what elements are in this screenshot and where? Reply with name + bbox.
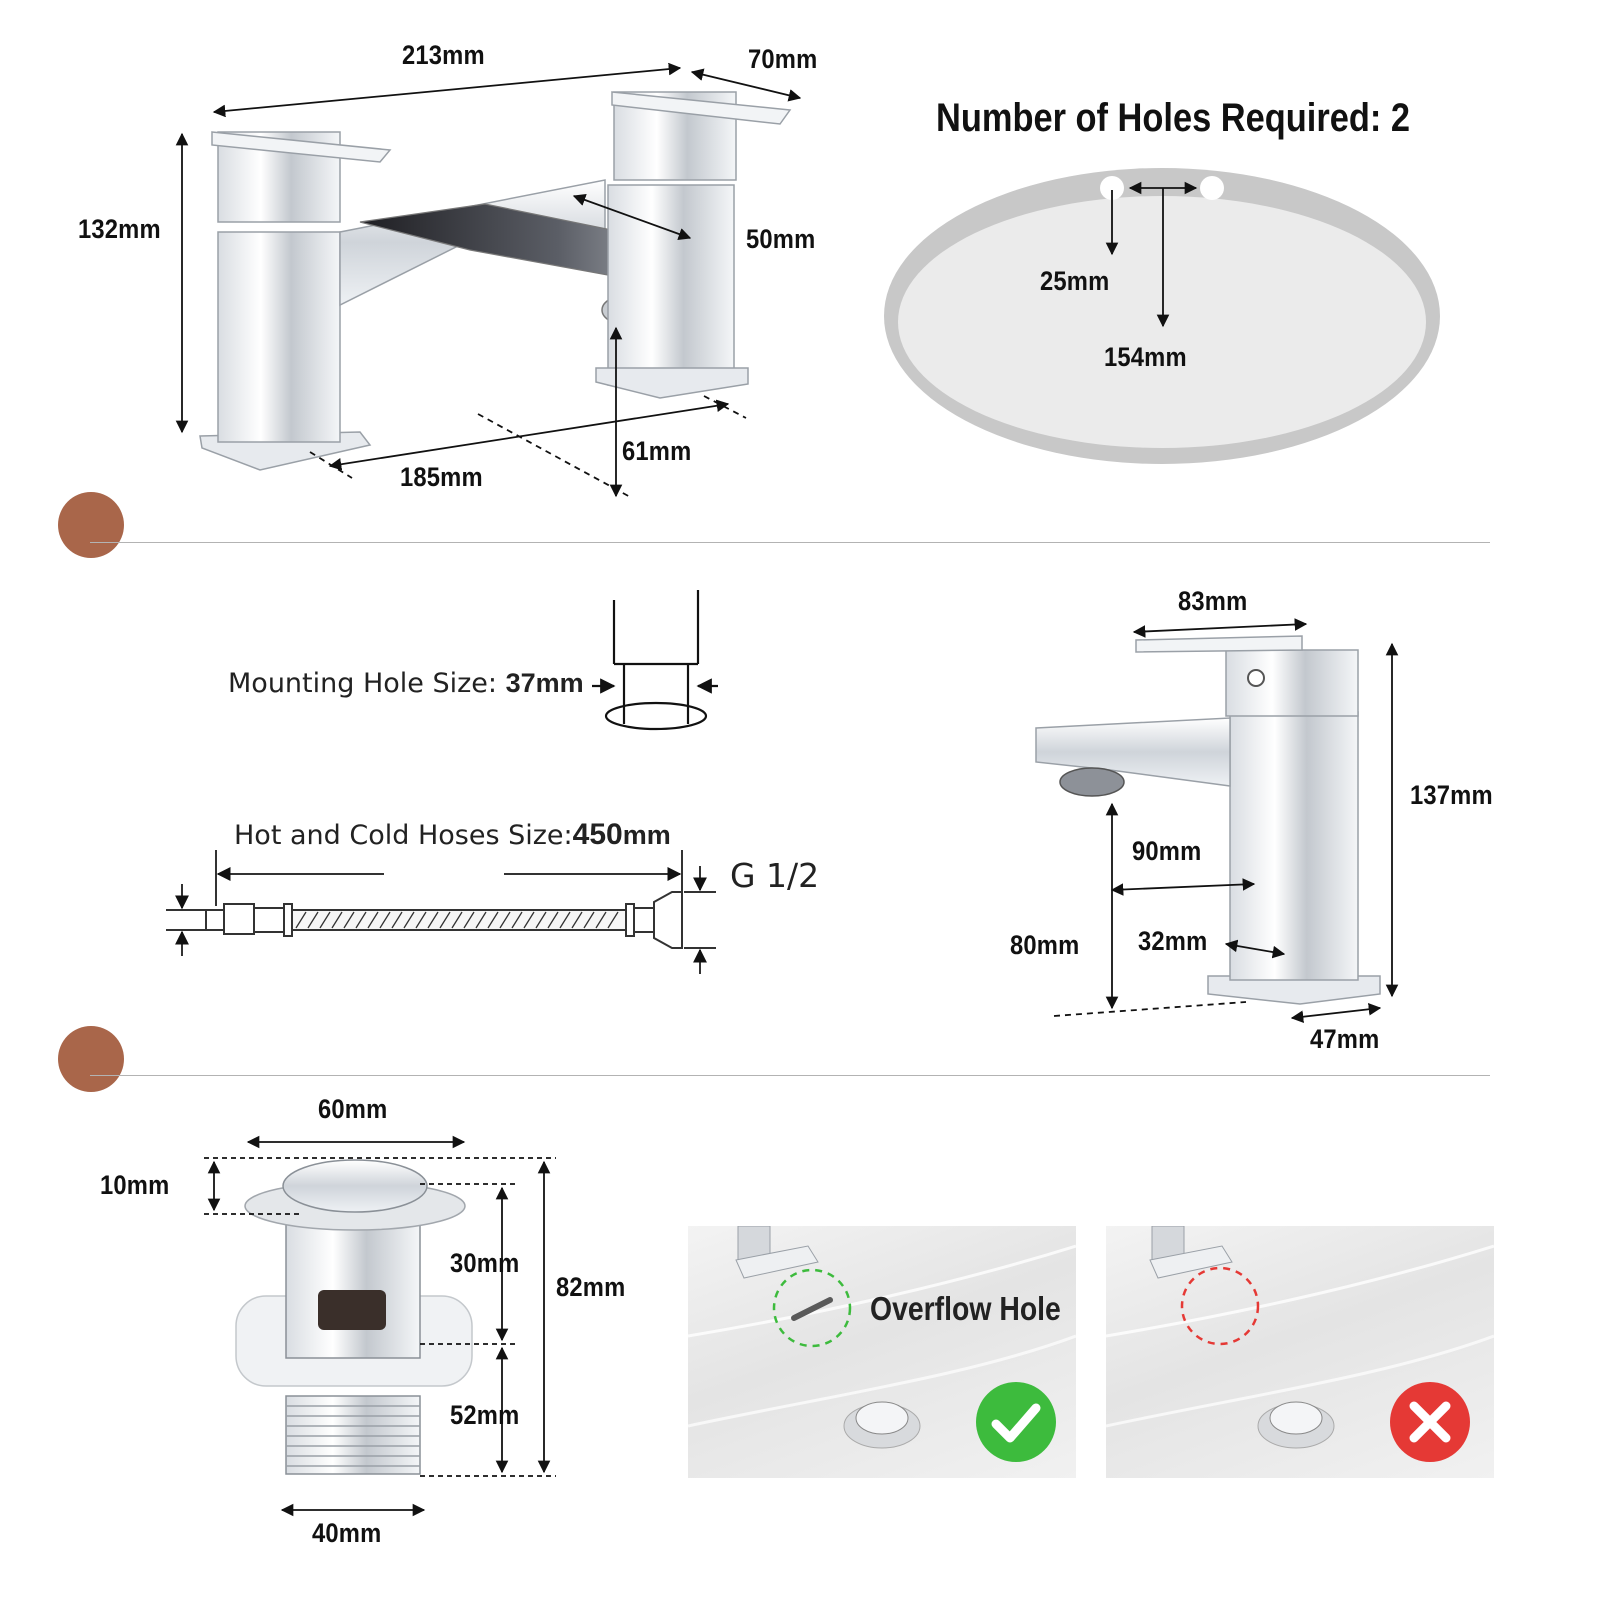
bath-filler-dimension-lines [175, 62, 802, 499]
no-overflow-photo [1106, 1226, 1494, 1478]
hoses-length-unit: mm [622, 820, 671, 850]
waste-thread-width-label: 40mm [312, 1518, 382, 1548]
bath-spout-height-label: 61mm [622, 436, 692, 466]
basin-spout-height-label: 80mm [1010, 930, 1080, 960]
waste-thread-height-label: 52mm [450, 1400, 520, 1430]
thread-size-label: G 1/2 [730, 856, 820, 895]
section-divider-2 [90, 1075, 1490, 1076]
cross-mark [1409, 1401, 1451, 1443]
no-overflow-scene [1106, 1226, 1494, 1449]
waste-cap-width-label: 60mm [318, 1094, 388, 1124]
bath-height-label: 132mm [78, 214, 161, 244]
waste-illustration [235, 1159, 473, 1475]
basin-body-width-label: 32mm [1138, 926, 1208, 956]
section-bullet-1 [58, 492, 124, 558]
basin-handle-width-label: 83mm [1178, 586, 1248, 616]
basin-tap-dimension-lines [1053, 618, 1399, 1023]
section-bullet-2 [58, 1026, 124, 1092]
mounting-hole-text: Mounting Hole Size: [228, 668, 506, 699]
overflow-ok-scene [688, 1226, 1076, 1449]
basin-height-label: 137mm [1410, 780, 1493, 810]
bath-filler-illustration [199, 91, 792, 471]
mounting-hole-illustration [592, 590, 718, 731]
basin-dimension-lines [1105, 181, 1198, 328]
check-icon [976, 1382, 1056, 1462]
section-divider-1 [90, 542, 1490, 543]
holes-required-title: Number of Holes Required: 2 [936, 96, 1411, 140]
hole-depth-label: 154mm [1104, 342, 1187, 372]
hoses-size-text: Hot and Cold Hoses Size: [234, 820, 573, 851]
basin-illustration [884, 168, 1440, 464]
hoses-size-label: Hot and Cold Hoses Size:450mm [234, 818, 671, 852]
bath-width-label: 213mm [402, 40, 485, 70]
basin-tap-illustration [1035, 635, 1381, 1005]
waste-cap-height-label: 10mm [100, 1170, 170, 1200]
basin-base-depth-label: 47mm [1310, 1024, 1380, 1054]
hoses-length-value: 450 [572, 818, 623, 851]
bath-spout-reach-label: 50mm [746, 224, 816, 254]
overflow-hole-label: Overflow Hole [870, 1290, 1061, 1327]
bath-depth-label: 70mm [748, 44, 818, 74]
cross-icon [1390, 1382, 1470, 1462]
bath-centers-label: 185mm [400, 462, 483, 492]
basin-spout-reach-label: 90mm [1132, 836, 1202, 866]
waste-dimension-lines [204, 1135, 556, 1517]
mounting-hole-value: 37mm [505, 668, 584, 698]
mounting-hole-label: Mounting Hole Size: 37mm [228, 668, 584, 699]
hose-illustration [166, 850, 716, 974]
waste-upper-body-label: 30mm [450, 1248, 520, 1278]
check-mark [991, 1403, 1041, 1443]
waste-total-height-label: 82mm [556, 1272, 626, 1302]
hole-spacing-label: 25mm [1040, 266, 1110, 296]
overflow-ok-photo: Overflow Hole [688, 1226, 1076, 1478]
